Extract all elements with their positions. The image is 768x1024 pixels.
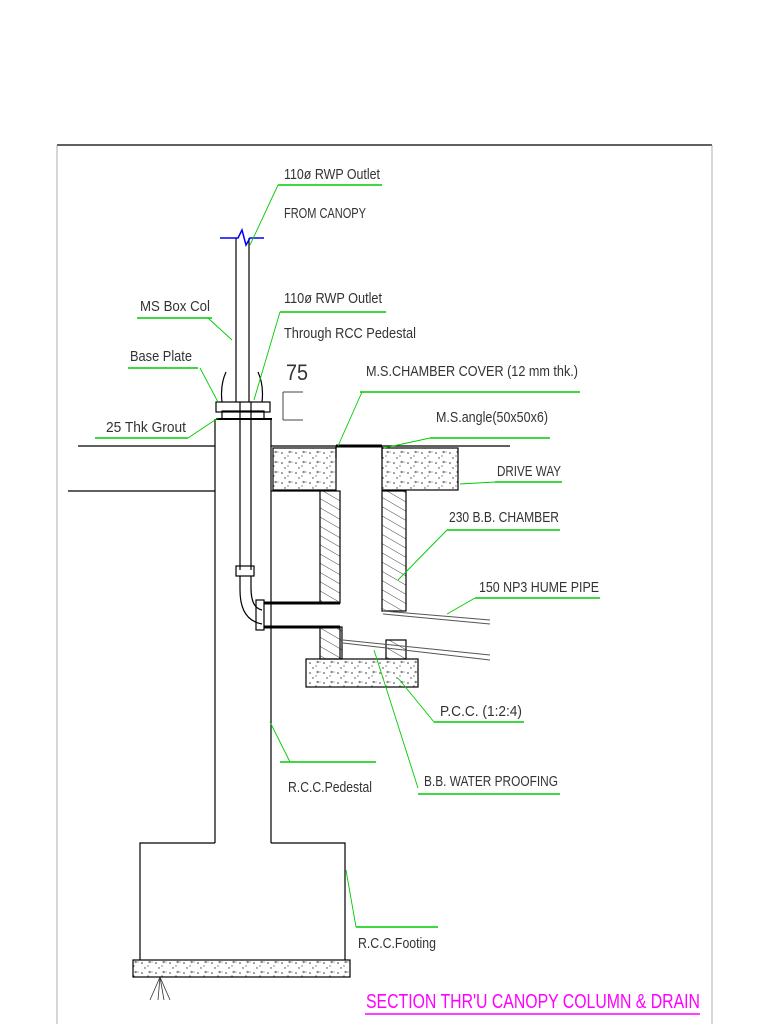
bb-chamber — [319, 490, 407, 660]
labels: 110ø RWP Outlet FROM CANOPY MS Box Col 1… — [106, 166, 700, 1013]
label-underlines — [95, 184, 700, 1015]
sheet-frame — [56, 144, 713, 1024]
rcc-footing — [132, 842, 351, 1001]
label-ms-angle: M.S.angle(50x50x6) — [436, 409, 548, 426]
base-plate — [215, 371, 272, 420]
drawing-title: SECTION THR'U CANOPY COLUMN & DRAIN — [366, 991, 700, 1013]
label-hume-pipe: 150 NP3 HUME PIPE — [479, 579, 599, 596]
rcc-pedestal — [214, 419, 272, 843]
outlet-pipe — [255, 599, 340, 631]
label-rcc-footing: R.C.C.Footing — [358, 935, 436, 952]
drive-way-slab — [272, 444, 459, 491]
label-drive-way: DRIVE WAY — [497, 463, 561, 480]
label-bb-chamber: 230 B.B. CHAMBER — [449, 509, 559, 526]
label-rwp-outlet-canopy-line1: 110ø RWP Outlet — [284, 166, 381, 183]
hume-pipe — [342, 610, 491, 661]
label-base-plate: Base Plate — [130, 348, 192, 365]
label-pcc: P.C.C. (1:2:4) — [440, 703, 522, 720]
break-mark — [220, 227, 264, 247]
label-rwp-outlet-pedestal-line2: Through RCC Pedestal — [284, 325, 416, 342]
label-rcc-pedestal: R.C.C.Pedestal — [288, 779, 372, 796]
label-chamber-cover: M.S.CHAMBER COVER (12 mm thk.) — [366, 363, 578, 380]
dimension-75 — [282, 391, 303, 421]
pcc-bed — [305, 658, 419, 688]
label-rwp-outlet-pedestal-line1: 110ø RWP Outlet — [284, 290, 383, 307]
label-grout: 25 Thk Grout — [106, 419, 187, 436]
label-ms-box-col: MS Box Col — [140, 298, 210, 315]
ground-lines — [68, 445, 510, 492]
label-water-proofing: B.B. WATER PROOFING — [424, 773, 558, 790]
label-dimension-75: 75 — [286, 360, 308, 385]
rwp-pipe — [235, 238, 263, 625]
leader-lines — [187, 184, 496, 928]
label-rwp-outlet-canopy-line2: FROM CANOPY — [284, 205, 366, 222]
